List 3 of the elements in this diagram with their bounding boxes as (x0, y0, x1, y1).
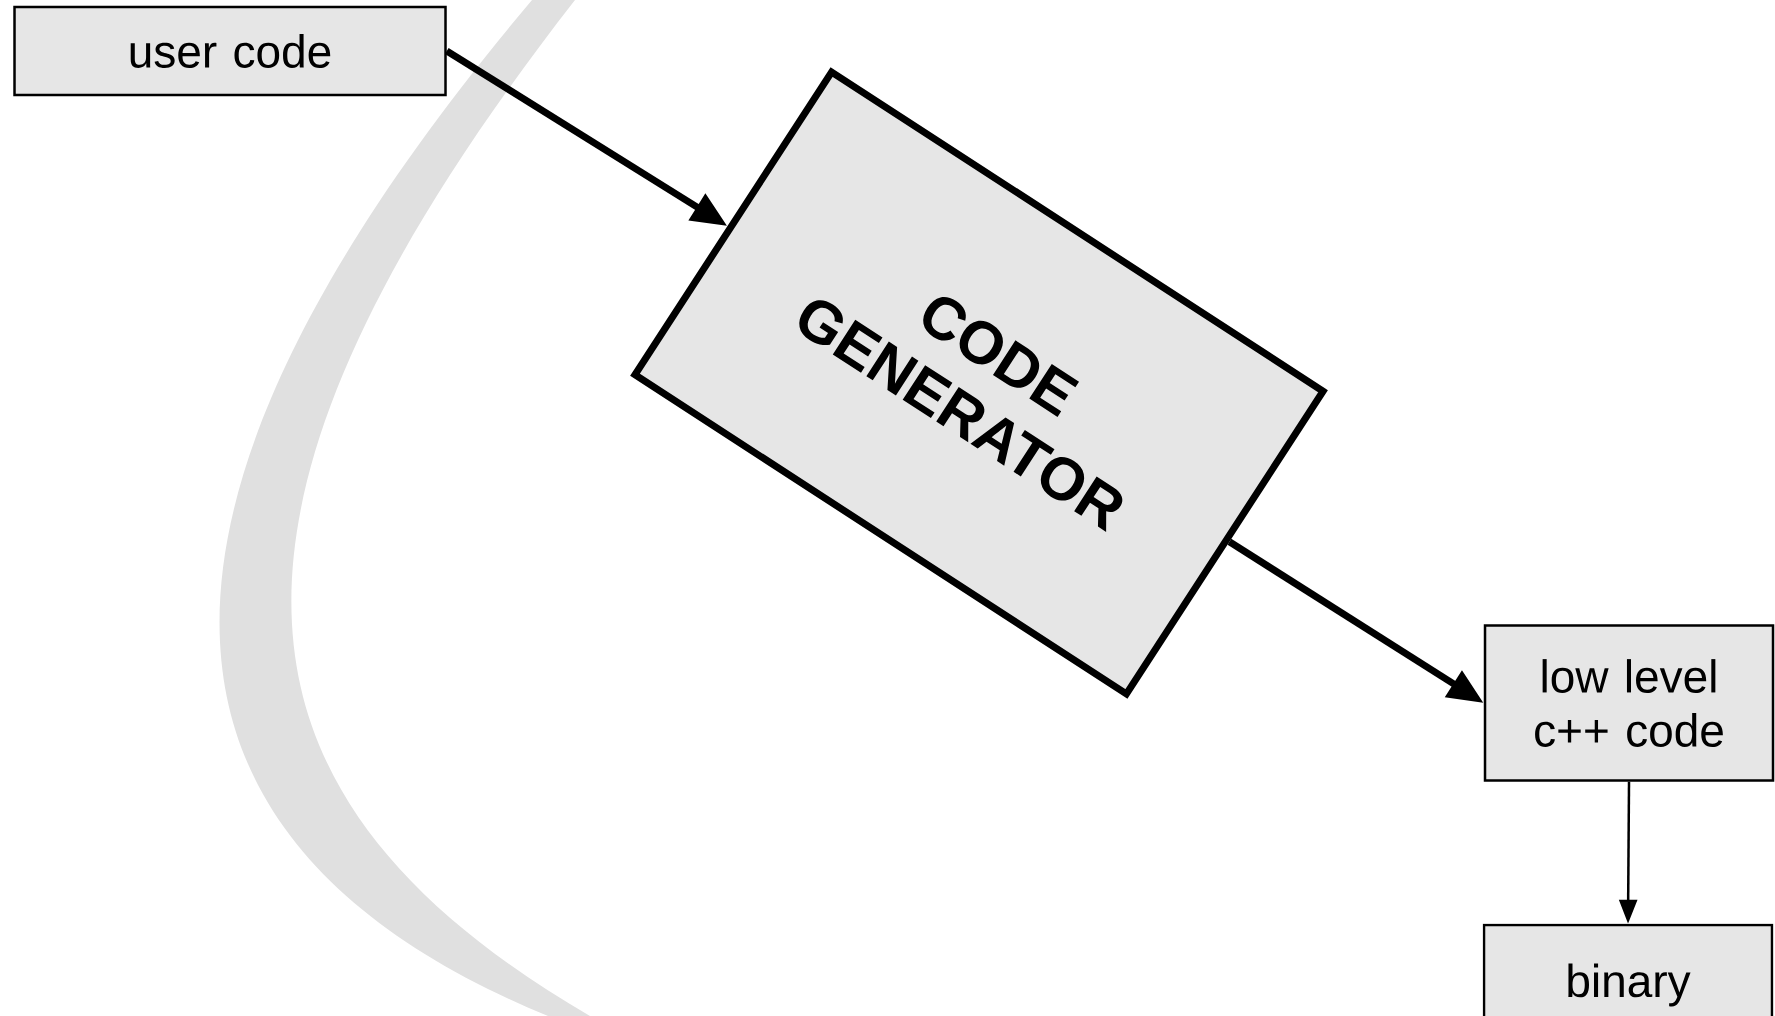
process-box: binary (1482, 923, 1774, 1016)
process-box: user code (13, 5, 447, 97)
process-box: low level c++ code (1483, 624, 1775, 782)
